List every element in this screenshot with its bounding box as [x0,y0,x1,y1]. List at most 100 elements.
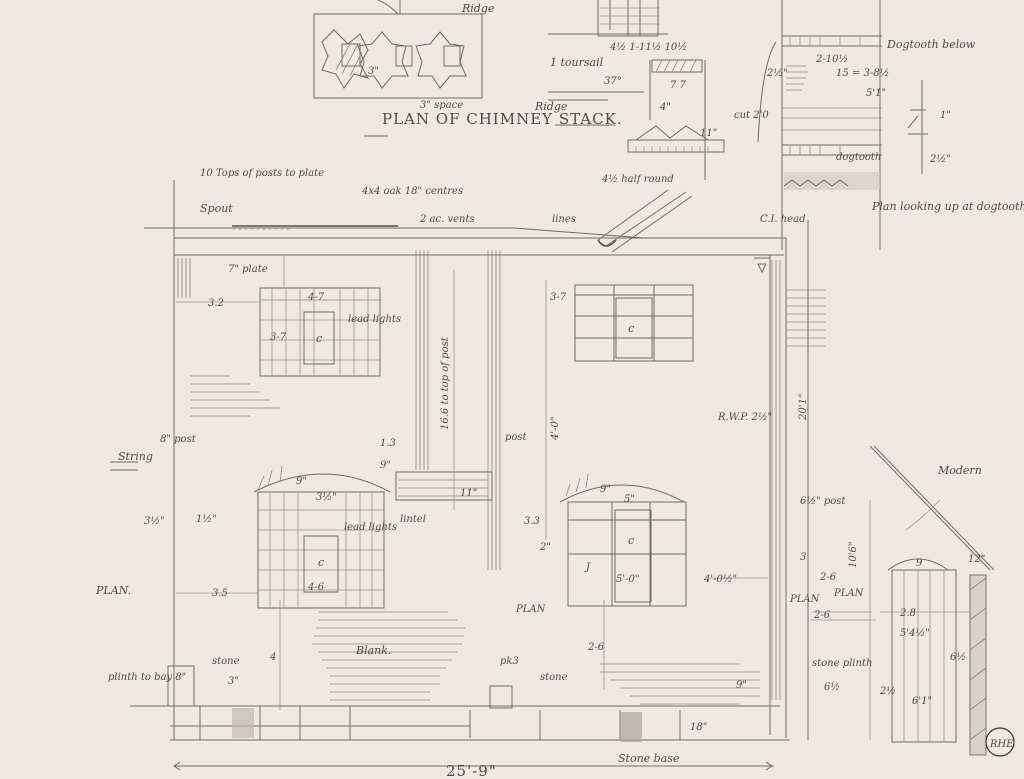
lower-left-width: 4-6 [307,582,325,593]
door-dim-12: 12" [968,554,985,565]
detail-dim-2: 2½" [929,154,951,165]
door-dim-ht: 6½ [950,652,966,663]
upper-left-height: 3-7 [270,332,287,343]
base-dim-3: 3" [228,676,239,687]
lower-right-arch: 9" [600,484,611,495]
plan-dim-1h: 1½" [196,514,217,525]
chimney-elevation [548,0,725,180]
door-dim-6: 6'1" [912,696,932,707]
gutter-label: 4½ half round [601,174,674,185]
cut-label: cut 2'0 [734,110,769,121]
lower-lead-lights-note: lead lights [344,522,397,533]
plan-label-center: PLAN [515,604,547,615]
stone-plinth-label: stone plinth [812,658,872,669]
door-plan-label: PLAN [833,588,865,599]
stone-label-2: stone [540,672,568,683]
base-dim-18: 18" [690,722,707,733]
lower-left-rise: 3½" [316,492,337,503]
dim-11: 11" [460,488,477,499]
lower-left-offset: 3.5 [212,588,228,599]
base-dim-2-6b: 2-6 [813,610,831,621]
signature-monogram: RHE [985,727,1015,757]
posts-to-plate-label: 10 Tops of posts to plate [200,168,324,179]
door-width: 2-6 [819,572,837,583]
chimney-width-label: 2-10½ [815,54,848,65]
door-total-width: 5'4½" [900,628,930,639]
middle-dim-4: 4'-0" [550,417,561,441]
chimney-detail-dim: 2½" [766,68,788,79]
drawing-title: PLAN OF CHIMNEY STACK. [382,110,623,128]
plan-looking-up-note: Plan looking up at dogtooth. [871,200,1024,213]
rwp-label: R.W.P. 2½" [717,412,772,423]
plan-label-right: PLAN [789,594,821,605]
ci-head-label: C.I. head [760,214,806,225]
chimney-mid-dims: 7 7 [670,80,687,91]
door-dim-3: 3 [800,552,806,563]
upper-right-height: 3-7 [550,292,567,303]
plate-label: 7" plate [228,264,268,275]
lower-left-arch: 9" [296,476,307,487]
dim-1-3: 1.3 [380,438,396,449]
height-20-label: 20'1" [798,394,809,421]
lower-right-rise: 5" [624,494,635,505]
dogtooth-below-label: Dogtooth below [886,38,976,51]
lower-left-window-label: c [318,556,324,569]
detail-dim-1: 1" [940,110,951,121]
courses-label: 15 = 3-8½ [836,68,889,79]
door-height: 10'6" [848,542,859,568]
chimney-plan-ridge-label: Ridge [461,2,495,15]
base-dim-2-6a: 2-6 [587,642,605,653]
lintel-label: lintel [400,514,426,525]
post-8-label: 8" post [160,434,197,445]
window-j-mark: J [584,562,591,573]
chimney-detail [757,0,928,250]
signature-text: RHE [989,739,1014,750]
toursail-label: 1 toursail [550,56,604,69]
stone-label: stone [212,656,240,667]
upper-lead-lights-note: lead lights [348,314,401,325]
base-dim-6: 6½ [824,682,840,693]
blank-label: Blank. [355,644,391,657]
chimney-dim-11: 11" [700,128,717,139]
upper-left-width: 4-7 [307,292,325,303]
base-dim-9: 9" [736,680,747,691]
main-elevation [110,180,995,771]
stone-base-label: Stone base [618,752,680,765]
dogtooth-label: dogtooth [836,152,881,163]
plan-label-left: PLAN. [95,584,131,597]
base-dim-2b: 2½ [879,686,896,697]
oak-label: 4x4 oak 18" centres [361,186,463,197]
window-gap: 3.3 [524,516,540,527]
chimney-dim-label: 3" [368,66,379,77]
dim-9: 9" [380,460,391,471]
plinth-label: plinth to bay 8" [108,672,186,683]
angle-label: 37° [604,76,622,87]
chimney-top-dims: 4½ 1-11½ 10½ [609,42,687,53]
lines-label: lines [552,214,576,225]
door-width-2: 2.8 [899,608,916,619]
lower-right-width: 5'-0" [616,574,639,585]
base-dim-4: 4 [269,652,276,663]
lower-right-window-label: c [628,534,634,547]
lower-dim-2: 2" [539,542,551,553]
vents-label: 2 ac. vents [419,214,475,225]
upper-left-offset: 3.2 [208,298,224,309]
chimney-stack-plan [313,0,483,99]
door-dim-9: 9 [916,558,923,569]
upper-left-window-label: c [316,332,322,345]
overall-width-label: 25'-9" [446,762,497,779]
string-label: String [118,450,153,463]
post-label: post [505,432,528,443]
plan-dim-3h: 3½" [144,516,165,527]
spout-label: Spout [200,202,233,215]
upper-right-window-label: c [628,322,634,335]
post-height-label: 16.6 to top of post [440,336,451,430]
pk3-label: pk3 [500,656,519,667]
pier-width: 4'-0½" [703,574,737,585]
door-post-label: 6½" post [800,496,846,507]
modern-label: Modern [937,464,982,477]
chimney-height-label: 5'1" [866,88,886,99]
chimney-dim-4: 4" [659,102,671,113]
